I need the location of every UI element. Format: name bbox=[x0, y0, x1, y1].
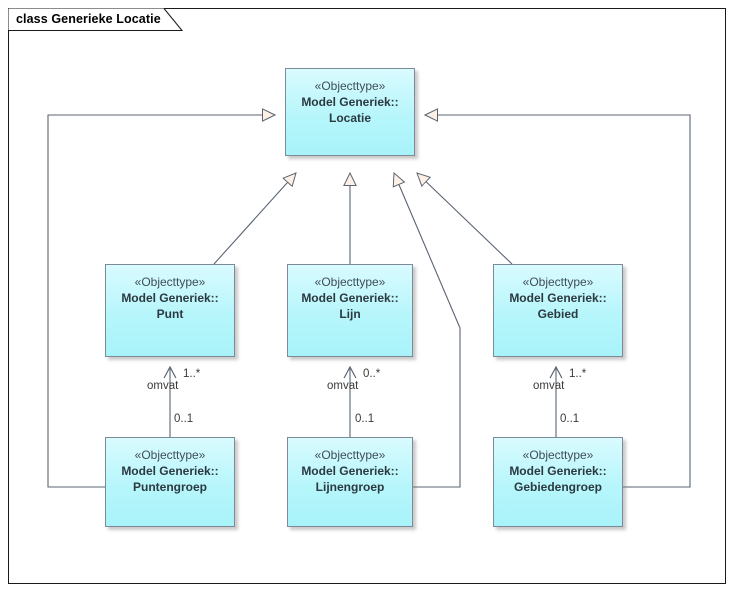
class-stereotype: «Objecttype» bbox=[314, 448, 386, 462]
class-qualifier: Model Generiek:: bbox=[301, 291, 399, 306]
role-label-lijn: omvat bbox=[327, 380, 359, 392]
class-qualifier: Model Generiek:: bbox=[121, 291, 219, 306]
class-name: Lijnengroep bbox=[315, 480, 385, 495]
class-box-gebiedengroep[interactable]: «Objecttype» Model Generiek:: Gebiedengr… bbox=[493, 437, 623, 527]
class-stereotype: «Objecttype» bbox=[522, 275, 594, 289]
multiplicity-lijnengroep-lower: 0..1 bbox=[355, 413, 375, 425]
class-qualifier: Model Generiek:: bbox=[121, 464, 219, 479]
multiplicity-gebied-upper: 1..* bbox=[569, 368, 587, 380]
class-qualifier: Model Generiek:: bbox=[509, 464, 607, 479]
class-stereotype: «Objecttype» bbox=[522, 448, 594, 462]
frame-title-label: class Generieke Locatie bbox=[16, 12, 161, 27]
class-name: Puntengroep bbox=[133, 480, 207, 495]
class-box-gebied[interactable]: «Objecttype» Model Generiek:: Gebied bbox=[493, 264, 623, 357]
class-box-lijnengroep[interactable]: «Objecttype» Model Generiek:: Lijnengroe… bbox=[287, 437, 413, 527]
class-qualifier: Model Generiek:: bbox=[301, 95, 399, 110]
class-name: Gebied bbox=[537, 307, 579, 322]
class-box-lijn[interactable]: «Objecttype» Model Generiek:: Lijn bbox=[287, 264, 413, 357]
class-stereotype: «Objecttype» bbox=[314, 79, 386, 93]
class-qualifier: Model Generiek:: bbox=[301, 464, 399, 479]
class-stereotype: «Objecttype» bbox=[134, 275, 206, 289]
class-name: Gebiedengroep bbox=[513, 480, 602, 495]
class-stereotype: «Objecttype» bbox=[134, 448, 206, 462]
class-stereotype: «Objecttype» bbox=[314, 275, 386, 289]
class-name: Punt bbox=[156, 307, 184, 322]
class-qualifier: Model Generiek:: bbox=[509, 291, 607, 306]
multiplicity-puntengroep-lower: 0..1 bbox=[174, 413, 194, 425]
multiplicity-lijn-upper: 0..* bbox=[363, 368, 381, 380]
class-box-locatie[interactable]: «Objecttype» Model Generiek:: Locatie bbox=[285, 68, 415, 156]
class-name: Locatie bbox=[328, 111, 371, 126]
frame-title-tab: class Generieke Locatie bbox=[8, 8, 183, 31]
class-name: Lijn bbox=[339, 307, 361, 322]
frame-title-tab-shape bbox=[8, 8, 183, 31]
multiplicity-punt-upper: 1..* bbox=[183, 368, 201, 380]
class-box-puntengroep[interactable]: «Objecttype» Model Generiek:: Puntengroe… bbox=[105, 437, 235, 527]
role-label-punt: omvat bbox=[147, 380, 179, 392]
role-label-gebied: omvat bbox=[533, 380, 565, 392]
multiplicity-gebiedengroep-lower: 0..1 bbox=[560, 413, 580, 425]
class-box-punt[interactable]: «Objecttype» Model Generiek:: Punt bbox=[105, 264, 235, 357]
